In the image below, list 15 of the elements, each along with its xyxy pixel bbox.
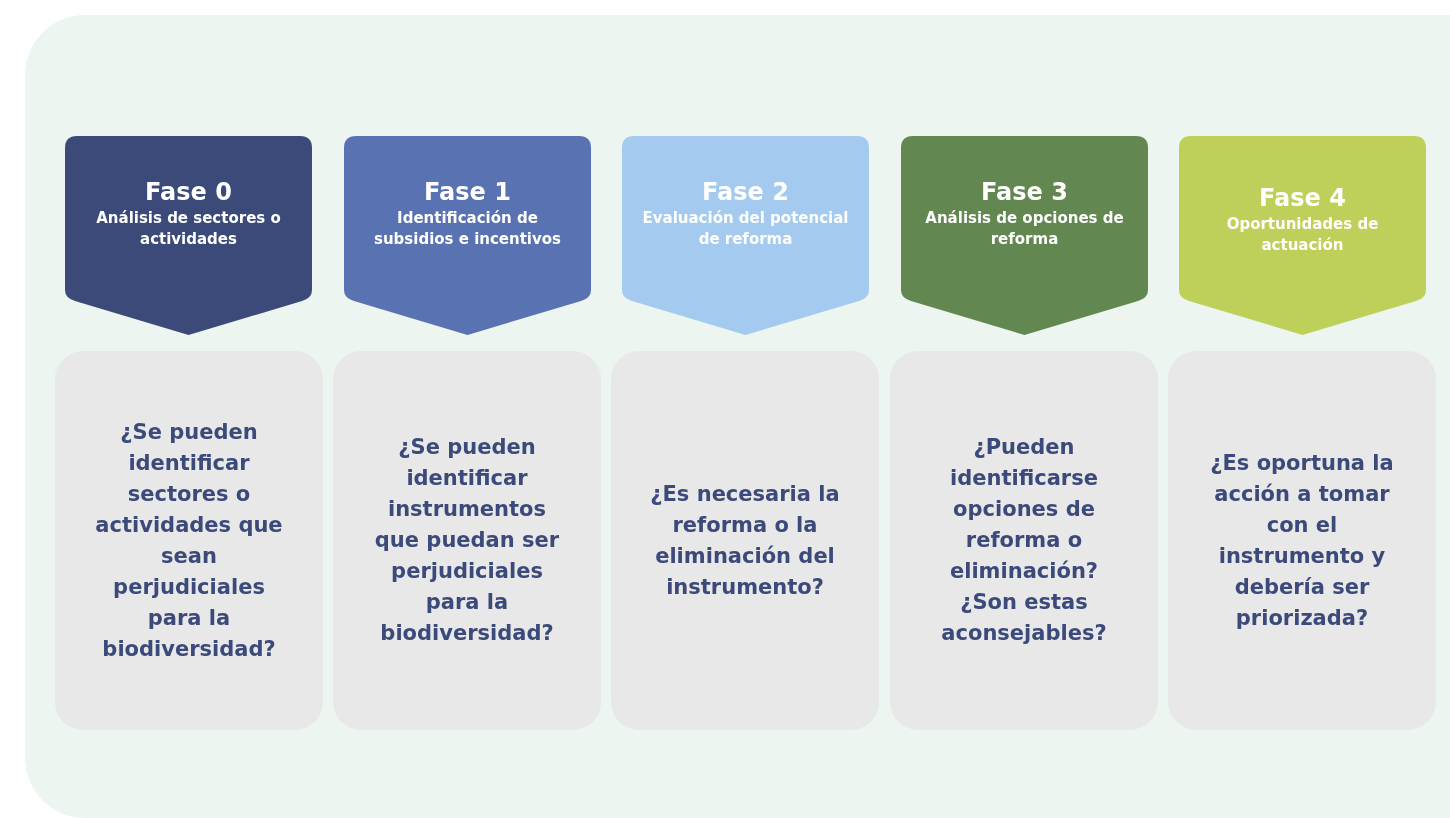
phase-title: Fase 3 xyxy=(981,178,1068,206)
phase-subtitle: Evaluación del potencial de reforma xyxy=(641,208,850,250)
phase-subtitle: Oportunidades de actuación xyxy=(1225,214,1380,256)
phase-title: Fase 0 xyxy=(145,178,232,206)
question-text: ¿Se pueden identificar sectores o actividades que sean perjudiciales para la biodiversidad? xyxy=(94,418,284,663)
question-text: ¿Se pueden identificar instrumentos que puedan ser perjudiciales para la biodiversidad? xyxy=(373,434,561,647)
phase-title: Fase 4 xyxy=(1259,184,1346,212)
question-text: ¿Es necesaria la reforma o la eliminación del instrumento? xyxy=(649,480,841,601)
phase-subtitle: Análisis de opciones de reforma xyxy=(924,208,1125,250)
phase-title: Fase 1 xyxy=(424,178,511,206)
question-text: ¿Pueden identificarse opciones de reforma o eliminación? ¿Son estas aconsejables? xyxy=(940,434,1108,647)
question-text: ¿Es oportuna la acción a tomar con el instrumento y debería ser priorizada? xyxy=(1209,449,1395,632)
phase-subtitle: Identificación de subsidios e incentivos xyxy=(373,208,562,250)
phase-subtitle: Análisis de sectores o actividades xyxy=(95,208,282,250)
phase-title: Fase 2 xyxy=(702,178,789,206)
